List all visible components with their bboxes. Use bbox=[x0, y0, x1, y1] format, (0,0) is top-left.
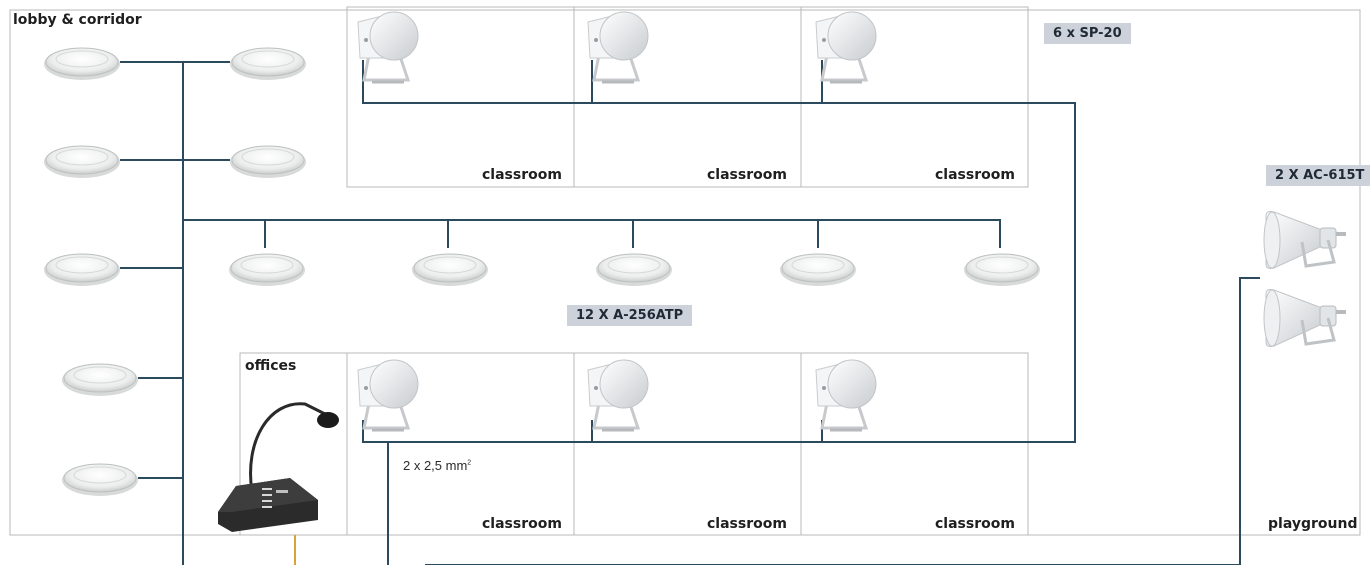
classroom-box bbox=[800, 6, 1029, 188]
projector-speaker-icon bbox=[356, 10, 420, 84]
zone-label-playground: playground bbox=[1268, 516, 1358, 532]
classroom-speakers-bottom bbox=[356, 358, 878, 432]
projector-speaker-icon bbox=[814, 10, 878, 84]
model-tag-ac615t: 2 X AC-615T bbox=[1266, 165, 1370, 186]
ceiling-speaker-icon bbox=[43, 47, 121, 81]
zone-label-classroom: classroom bbox=[707, 167, 787, 183]
zone-label-classroom: classroom bbox=[707, 516, 787, 532]
ceiling-speaker-icon bbox=[229, 47, 307, 81]
classrooms-top bbox=[346, 6, 1029, 188]
horn-speaker-icon bbox=[1262, 209, 1348, 271]
projector-speaker-icon bbox=[356, 358, 420, 432]
cable-spec: 2 x 2,5 mm2 bbox=[403, 458, 471, 473]
zone-label-offices: offices bbox=[245, 358, 297, 374]
paging-microphone-icon bbox=[218, 402, 339, 532]
model-tag-a256atp: 12 X A-256ATP bbox=[567, 305, 693, 326]
zone-label-classroom: classroom bbox=[935, 516, 1015, 532]
ceiling-speaker-icon bbox=[595, 253, 673, 287]
ceiling-speaker-icon bbox=[963, 253, 1041, 287]
ceiling-speaker-icon bbox=[43, 253, 121, 287]
zone-label-classroom: classroom bbox=[482, 167, 562, 183]
corridor-speakers bbox=[228, 253, 1041, 287]
cable-spec-exponent: 2 bbox=[467, 459, 472, 467]
horn-speaker-icon bbox=[1262, 287, 1348, 349]
zone-label-lobby: lobby & corridor bbox=[13, 12, 142, 28]
zone-label-classroom: classroom bbox=[935, 167, 1015, 183]
projector-speaker-icon bbox=[586, 10, 650, 84]
projector-speaker-icon bbox=[586, 358, 650, 432]
ceiling-speaker-icon bbox=[779, 253, 857, 287]
ceiling-speaker-icon bbox=[43, 145, 121, 179]
playground-horns bbox=[1262, 209, 1348, 349]
building-outline bbox=[9, 9, 1361, 536]
ceiling-speaker-icon bbox=[411, 253, 489, 287]
classroom-box bbox=[800, 352, 1029, 536]
model-tag-sp20: 6 x SP-20 bbox=[1044, 23, 1131, 44]
classroom-speakers-top bbox=[356, 10, 878, 84]
zone-label-classroom: classroom bbox=[482, 516, 562, 532]
ceiling-speaker-icon bbox=[61, 463, 139, 497]
classrooms-bottom bbox=[239, 352, 1029, 536]
cable-spec-text: 2 x 2,5 mm bbox=[403, 458, 468, 473]
ceiling-speaker-icon bbox=[228, 253, 306, 287]
projector-speaker-icon bbox=[814, 358, 878, 432]
ceiling-speaker-icon bbox=[229, 145, 307, 179]
ceiling-speaker-icon bbox=[61, 363, 139, 397]
